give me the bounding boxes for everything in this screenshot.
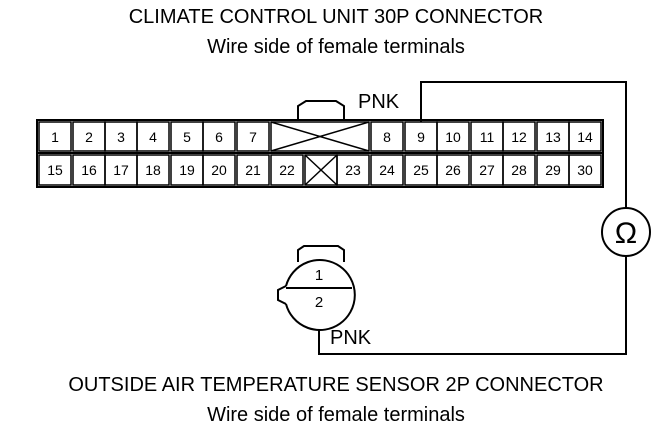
connector-latch (297, 100, 345, 120)
pin-label: 8 (383, 129, 391, 145)
pin-label: 26 (445, 162, 461, 178)
pin-label: 7 (249, 129, 257, 145)
ohmmeter-icon: Ω (601, 207, 651, 257)
sensor-pin-label: 2 (315, 294, 323, 311)
pin-label: 27 (479, 162, 495, 178)
ccu-connector-subtitle: Wire side of female terminals (207, 36, 465, 58)
pin-label: 24 (379, 162, 395, 178)
pin-label: 16 (81, 162, 97, 178)
pin-label: 15 (47, 162, 63, 178)
pin-label: 18 (145, 162, 161, 178)
ccu-bottom-row (38, 154, 602, 186)
sensor-connector-title: OUTSIDE AIR TEMPERATURE SENSOR 2P CONNEC… (68, 374, 604, 396)
pin-label: 20 (211, 162, 227, 178)
sensor-pin-label: 1 (315, 267, 323, 284)
pin-label: 30 (577, 162, 593, 178)
pin-label: 10 (445, 129, 461, 145)
ccu-top-pin-labels: 1 2 3 4 5 6 7 8 9 10 11 12 13 14 (51, 129, 593, 145)
sensor-connector-subtitle: Wire side of female terminals (207, 404, 465, 426)
ccu-bottom-pin-labels: 15 16 17 18 19 20 21 22 23 24 25 26 27 2… (47, 162, 593, 178)
pin-label: 1 (51, 129, 59, 145)
pin-label: 3 (117, 129, 125, 145)
pin-label: 19 (179, 162, 195, 178)
ccu-connector-title: CLIMATE CONTROL UNIT 30P CONNECTOR (128, 6, 544, 28)
pin-label: 12 (511, 129, 527, 145)
ccu-30p-connector (36, 100, 604, 188)
pin-label: 29 (545, 162, 561, 178)
pin-label: 14 (577, 129, 593, 145)
pin-label: 17 (113, 162, 129, 178)
sensor-wire-label: PNK (330, 327, 372, 349)
ohm-symbol: Ω (615, 217, 637, 250)
pin-label: 13 (545, 129, 561, 145)
pin-label: 5 (183, 129, 191, 145)
pin-label: 25 (413, 162, 429, 178)
pin-label: 2 (85, 129, 93, 145)
test-lead-wire (318, 81, 627, 355)
sensor-connector-latch (297, 245, 345, 262)
pin-label: 4 (149, 129, 157, 145)
pin-label: 21 (245, 162, 261, 178)
pin-label: 11 (480, 129, 495, 145)
pin-label: 6 (215, 129, 223, 145)
pin-label: 9 (417, 129, 425, 145)
pin-label: 22 (279, 162, 295, 178)
sensor-2p-connector (277, 245, 356, 331)
pin-label: 23 (345, 162, 361, 178)
pin-label: 28 (511, 162, 527, 178)
ccu-top-row (38, 121, 602, 152)
ccu-wire-label: PNK (358, 91, 400, 113)
